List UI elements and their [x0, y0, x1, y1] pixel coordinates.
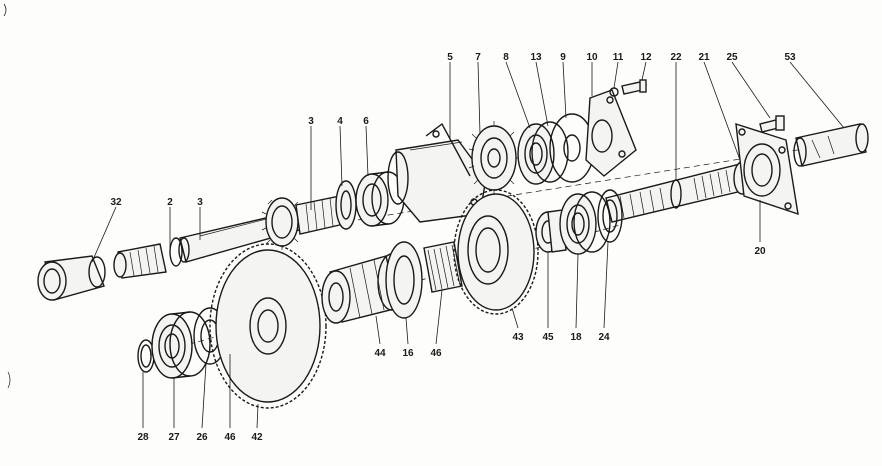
bearing-part-18 — [559, 191, 611, 255]
rings-part-4-6 — [335, 171, 405, 230]
label-24: 24 — [598, 332, 610, 343]
part-labels: 32 2 3 3 4 6 5 7 8 13 9 10 11 12 22 21 2… — [110, 52, 796, 443]
label-22: 22 — [670, 52, 682, 63]
label-2: 2 — [167, 197, 173, 208]
label-11: 11 — [613, 52, 624, 63]
label-32: 32 — [110, 197, 122, 208]
sync-ring-part-16 — [385, 241, 423, 319]
label-28: 28 — [137, 432, 149, 443]
label-8: 8 — [503, 52, 509, 63]
label-10: 10 — [586, 52, 598, 63]
output-shaft-part-22 — [605, 161, 751, 223]
label-9: 9 — [560, 52, 566, 63]
label-3-right: 3 — [308, 116, 314, 127]
screw-part-25 — [759, 115, 785, 133]
label-18: 18 — [570, 332, 582, 343]
upper-shaft-assembly — [37, 79, 869, 301]
label-46-lower: 46 — [224, 432, 236, 443]
gear-part-7 — [468, 121, 521, 195]
label-3-left: 3 — [197, 197, 203, 208]
bearing-part-27 — [151, 311, 211, 379]
label-5: 5 — [447, 52, 453, 63]
label-25: 25 — [726, 52, 738, 63]
cover-plate-part-10 — [585, 89, 637, 177]
sleeve-part-32 — [37, 255, 106, 301]
bolt-part-11-12 — [609, 79, 647, 97]
label-16: 16 — [402, 348, 414, 359]
bearing-part-8-13 — [517, 121, 569, 185]
label-26: 26 — [196, 432, 208, 443]
ring-part-24 — [597, 189, 623, 243]
label-6: 6 — [363, 116, 369, 127]
large-gear-part-42 — [209, 243, 327, 409]
needle-bearing-part-46-upper — [423, 241, 463, 293]
output-sleeve-part-53 — [793, 123, 869, 167]
label-21: 21 — [698, 52, 710, 63]
label-7: 7 — [475, 52, 481, 63]
label-4: 4 — [337, 116, 343, 127]
splined-sleeve-part-2 — [113, 237, 183, 279]
lower-shaft-assembly — [137, 189, 623, 409]
label-12: 12 — [640, 52, 652, 63]
label-46-upper: 46 — [430, 348, 442, 359]
scan-margin-mark-top — [3, 3, 7, 17]
output-flange-part-20 — [735, 123, 799, 216]
label-20: 20 — [754, 246, 766, 257]
label-43: 43 — [512, 332, 524, 343]
leader-lines — [91, 61, 845, 429]
gear-part-43 — [453, 189, 539, 315]
label-42: 42 — [251, 432, 263, 443]
label-45: 45 — [542, 332, 554, 343]
label-13: 13 — [530, 52, 542, 63]
label-53: 53 — [784, 52, 796, 63]
scan-margin-mark — [7, 371, 11, 389]
label-44: 44 — [374, 348, 386, 359]
label-27: 27 — [168, 432, 180, 443]
gear-cluster-part-44 — [321, 253, 407, 324]
